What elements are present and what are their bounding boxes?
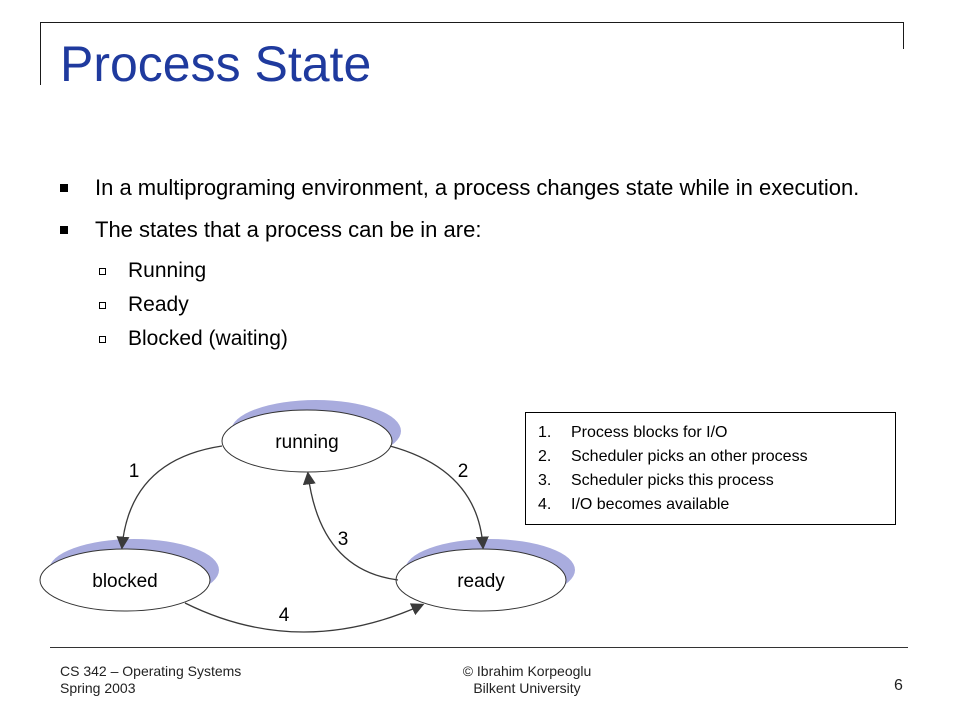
footer-divider (50, 647, 908, 648)
footer-course: CS 342 – Operating Systems (60, 663, 242, 679)
footer-author-info: © Ibrahim Korpeoglu Bilkent University (437, 663, 617, 697)
hollow-square-bullet-icon (99, 268, 106, 275)
legend-item: 3. Scheduler picks this process (538, 469, 895, 493)
ready-state-label: ready (457, 571, 505, 592)
legend-item: 4. I/O becomes available (538, 493, 895, 517)
legend-text: Scheduler picks an other process (571, 448, 808, 465)
sub-bullet-item: Running (60, 258, 900, 284)
slide-title: Process State (60, 36, 372, 92)
legend-item: 2. Scheduler picks an other process (538, 445, 895, 469)
sub-bullet-item: Blocked (waiting) (60, 326, 900, 352)
transition-label-4: 4 (279, 605, 290, 626)
transition-label-2: 2 (458, 461, 469, 482)
legend-number: 1. (538, 424, 552, 441)
sub-bullet-text: Ready (128, 293, 189, 316)
transition-label-3: 3 (338, 529, 349, 550)
transition-arrow-2 (389, 445, 489, 550)
legend-text: I/O becomes available (571, 496, 730, 513)
bullet-text: The states that a process can be in are: (95, 217, 482, 242)
title-frame-left (40, 22, 41, 85)
transition-legend: 1. Process blocks for I/O 2. Scheduler pic… (525, 412, 896, 525)
legend-text: Process blocks for I/O (571, 424, 728, 441)
title-frame-top (40, 22, 904, 23)
hollow-square-bullet-icon (99, 336, 106, 343)
running-state-label: running (275, 432, 338, 453)
footer-university: Bilkent University (473, 680, 581, 696)
transition-arrow-1 (116, 445, 223, 550)
square-bullet-icon (60, 226, 68, 234)
square-bullet-icon (60, 184, 68, 192)
legend-number: 3. (538, 472, 552, 489)
footer-course-info: CS 342 – Operating Systems Spring 2003 (60, 663, 241, 697)
legend-text: Scheduler picks this process (571, 472, 774, 489)
footer-author: © Ibrahim Korpeoglu (462, 663, 592, 679)
legend-item: 1. Process blocks for I/O (538, 421, 895, 445)
sub-bullet-text: Blocked (waiting) (128, 327, 288, 350)
bullet-item: The states that a process can be in are: (60, 216, 900, 244)
page-number: 6 (894, 677, 903, 694)
legend-number: 2. (538, 448, 552, 465)
bullet-text: In a multiprograming environment, a proc… (95, 175, 860, 200)
transition-arrow-3 (302, 471, 399, 581)
footer-term: Spring 2003 (60, 680, 136, 696)
transition-label-1: 1 (129, 461, 140, 482)
hollow-square-bullet-icon (99, 302, 106, 309)
transition-arrow-4 (184, 602, 425, 633)
sub-bullet-item: Ready (60, 292, 900, 318)
title-frame-right (903, 22, 904, 49)
bullet-item: In a multiprograming environment, a proc… (60, 174, 900, 202)
bullet-list: In a multiprograming environment, a proc… (60, 174, 900, 360)
sub-bullet-text: Running (128, 259, 207, 282)
blocked-state-label: blocked (92, 571, 158, 592)
legend-number: 4. (538, 496, 552, 513)
